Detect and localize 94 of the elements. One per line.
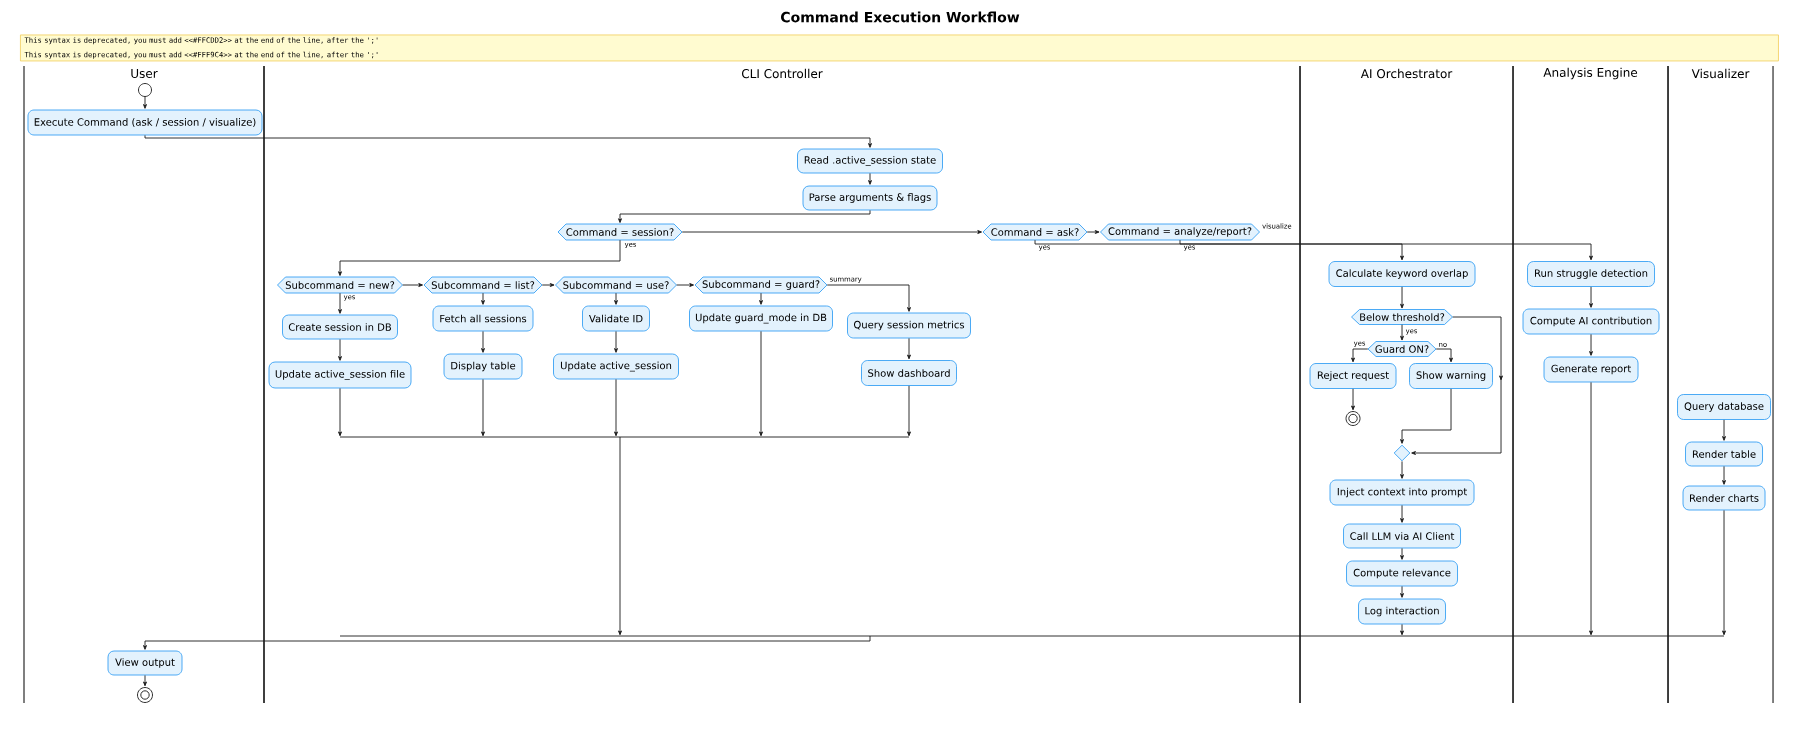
swimlane — [1667, 65, 1774, 704]
action-box: Parse arguments & flags — [802, 185, 938, 211]
action-box: Update guard_mode in DB — [689, 305, 833, 332]
arrow — [1400, 460, 1404, 479]
arrow — [338, 239, 621, 276]
arrow — [1179, 239, 1593, 261]
end-circle — [137, 687, 153, 703]
arrow — [1435, 348, 1453, 363]
action-box: Run struggle detection — [1527, 261, 1655, 287]
arrow — [868, 172, 872, 185]
action-box: Render charts — [1682, 485, 1766, 511]
decision-hexagon: Command = analyze/report? — [1100, 223, 1260, 241]
decision-hexagon: Subcommand = new? — [277, 276, 403, 294]
arrow — [144, 134, 872, 148]
arrow — [1722, 509, 1726, 636]
action-box: Calculate keyword overlap — [1328, 261, 1476, 287]
arrow — [1351, 348, 1369, 363]
arrow — [618, 209, 871, 223]
action-box: Inject context into prompt — [1329, 479, 1475, 506]
action-box: Log interaction — [1358, 598, 1446, 625]
merge-line — [339, 436, 910, 438]
arrow — [676, 283, 694, 287]
arrow — [1589, 333, 1593, 356]
action-box: Read .active_session state — [797, 148, 943, 174]
arrow — [1400, 585, 1404, 598]
action-box: Update active_session file — [268, 361, 412, 389]
action-box: Fetch all sessions — [432, 305, 534, 332]
merge-line — [339, 635, 1725, 637]
arrow — [1589, 381, 1593, 636]
arrow — [681, 230, 982, 234]
arrow — [143, 635, 871, 650]
action-box: View output — [107, 650, 183, 676]
end-circle — [1345, 411, 1361, 426]
merge-diamond — [1393, 444, 1411, 462]
arrow — [1400, 547, 1404, 560]
arrow — [1034, 239, 1404, 261]
arrow — [907, 337, 911, 360]
arrow — [481, 330, 485, 353]
arrow — [1589, 286, 1593, 308]
arrow — [541, 283, 555, 287]
decision-hexagon: Subcommand = use? — [555, 276, 677, 294]
arrow — [1400, 504, 1404, 523]
lane-title: CLI Controller — [741, 68, 823, 79]
decision-hexagon: Command = ask? — [982, 223, 1088, 241]
lane-title: AI Orchestrator — [1360, 68, 1453, 79]
arrow — [759, 330, 763, 437]
arrow — [143, 96, 147, 109]
action-box: Compute relevance — [1346, 560, 1458, 587]
action-box: Query database — [1677, 394, 1771, 420]
arrow — [143, 674, 147, 687]
title: Command Execution Workflow — [781, 11, 1020, 23]
decision-hexagon: Command = session? — [557, 223, 683, 241]
action-box: Call LLM via AI Client — [1343, 523, 1461, 549]
action-box: Show dashboard — [861, 360, 957, 386]
arrow — [338, 338, 342, 361]
arrow — [1722, 465, 1726, 485]
action-box: Validate ID — [582, 305, 650, 332]
arrow — [759, 292, 763, 305]
action-box: Execute Command (ask / session / visualize) — [27, 109, 263, 136]
action-box: Show warning — [1409, 363, 1493, 389]
arrow — [1722, 419, 1726, 441]
arrow — [826, 284, 911, 312]
action-box: Update active_session — [553, 353, 679, 380]
arrow — [1400, 623, 1404, 636]
decision-hexagon: Subcommand = list? — [423, 276, 543, 294]
arrow — [1351, 388, 1355, 411]
arrow — [1086, 230, 1100, 234]
action-box: Create session in DB — [282, 314, 398, 340]
arrow — [1400, 324, 1404, 341]
action-box: Display table — [443, 353, 523, 380]
arrow — [618, 436, 622, 636]
lane-title: Visualizer — [1691, 68, 1750, 79]
decision-hexagon: Below threshold? — [1351, 309, 1453, 325]
action-box: Compute AI contribution — [1522, 308, 1660, 335]
decision-hexagon: Guard ON? — [1367, 341, 1437, 357]
arrow — [614, 378, 618, 437]
arrow — [481, 292, 485, 305]
arrow — [402, 283, 423, 287]
action-box: Query session metrics — [847, 312, 971, 339]
action-box: Generate report — [1543, 356, 1639, 383]
lane-title: Analysis Engine — [1543, 67, 1638, 80]
arrow — [614, 292, 618, 305]
arrow — [481, 378, 485, 437]
arrow — [907, 385, 911, 437]
arrow — [1400, 388, 1452, 444]
action-box: Render table — [1685, 441, 1763, 467]
lane-title: User — [131, 69, 158, 78]
arrow — [338, 387, 342, 437]
decision-hexagon: Subcommand = guard? — [694, 276, 828, 294]
action-box: Reject request — [1309, 363, 1397, 389]
arrow — [1411, 316, 1503, 455]
arrow — [338, 292, 342, 314]
arrow — [1400, 286, 1404, 309]
arrow — [614, 330, 618, 353]
